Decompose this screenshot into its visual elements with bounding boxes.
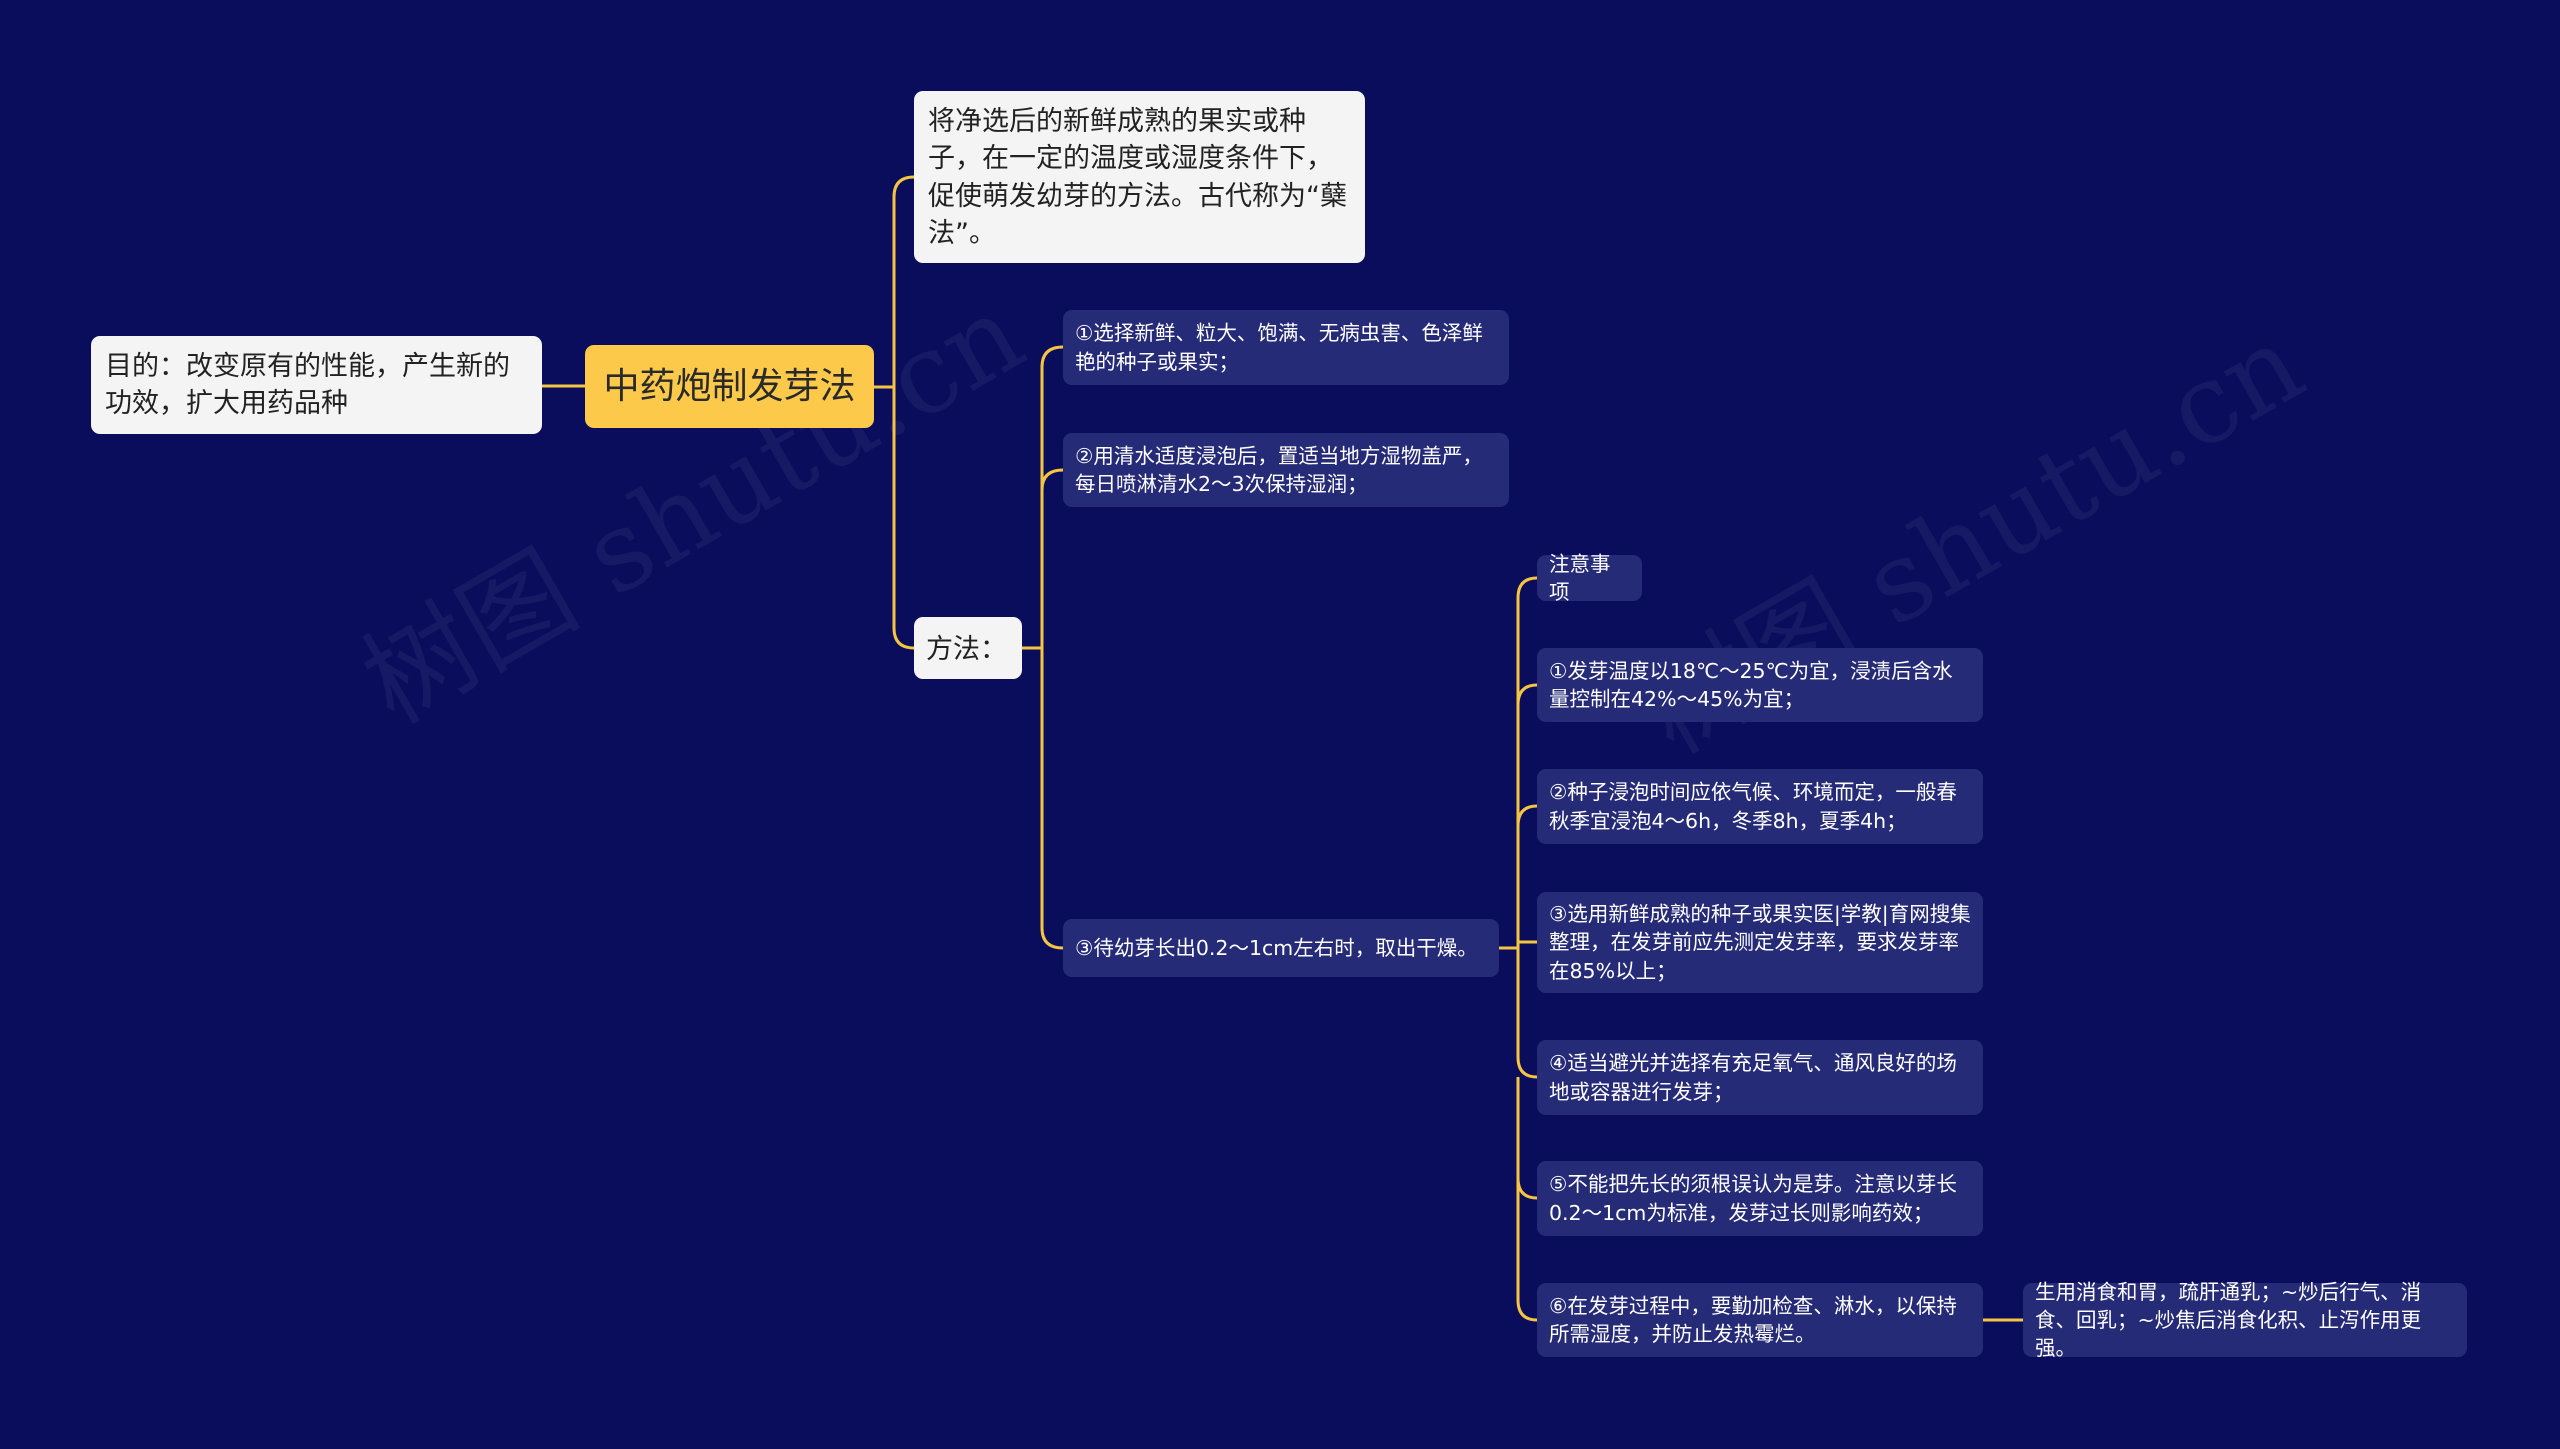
note-text: ③选用新鲜成熟的种子或果实医|学教|育网搜集整理，在发芽前应先测定发芽率，要求发… bbox=[1549, 902, 1971, 983]
purpose-text: 目的：改变原有的性能，产生新的功效，扩大用药品种 bbox=[105, 351, 510, 420]
connector bbox=[874, 175, 915, 389]
note-node[interactable]: ③选用新鲜成熟的种子或果实医|学教|育网搜集整理，在发芽前应先测定发芽率，要求发… bbox=[1537, 892, 1983, 993]
purpose-node[interactable]: 目的：改变原有的性能，产生新的功效，扩大用药品种 bbox=[91, 336, 542, 434]
note-text: ④适当避光并选择有充足氧气、通风良好的场地或容器进行发芽； bbox=[1549, 1051, 1957, 1104]
extra-text: 生用消食和胃，疏肝通乳；~炒后行气、消食、回乳；~炒焦后消食化积、止泻作用更强。 bbox=[2035, 1279, 2422, 1361]
connector bbox=[1499, 576, 1538, 950]
note-node[interactable]: ⑤不能把先长的须根误认为是芽。注意以芽长0.2～1cm为标准，发芽过长则影响药效… bbox=[1537, 1161, 1983, 1236]
note-node[interactable]: ①发芽温度以18℃～25℃为宜，浸渍后含水量控制在42%～45%为宜； bbox=[1537, 648, 1983, 722]
extra-node[interactable]: 生用消食和胃，疏肝通乳；~炒后行气、消食、回乳；~炒焦后消食化积、止泻作用更强。 bbox=[2023, 1280, 2467, 1360]
connector bbox=[1022, 345, 1064, 650]
note-text: ①发芽温度以18℃～25℃为宜，浸渍后含水量控制在42%～45%为宜； bbox=[1549, 658, 1953, 711]
note-node[interactable]: ②种子浸泡时间应依气候、环境而定，一般春秋季宜浸泡4～6h，冬季8h，夏季4h； bbox=[1537, 769, 1983, 844]
note-text: ⑥在发芽过程中，要勤加检查、淋水，以保持所需湿度，并防止发热霉烂。 bbox=[1549, 1293, 1957, 1346]
step-text: ③待幼芽长出0.2～1cm左右时，取出干燥。 bbox=[1075, 935, 1478, 960]
note-node[interactable]: ④适当避光并选择有充足氧气、通风良好的场地或容器进行发芽； bbox=[1537, 1040, 1983, 1115]
step-node[interactable]: ②用清水适度浸泡后，置适当地方湿物盖严，每日喷淋清水2～3次保持湿润； bbox=[1063, 433, 1509, 507]
step-node[interactable]: ①选择新鲜、粒大、饱满、无病虫害、色泽鲜艳的种子或果实； bbox=[1063, 310, 1509, 385]
note-node[interactable]: ⑥在发芽过程中，要勤加检查、淋水，以保持所需湿度，并防止发热霉烂。 bbox=[1537, 1283, 1983, 1357]
connector bbox=[1516, 1077, 1538, 1322]
connector bbox=[1040, 468, 1064, 491]
connector bbox=[1516, 1177, 1538, 1200]
note-text: ②种子浸泡时间应依气候、环境而定，一般春秋季宜浸泡4～6h，冬季8h，夏季4h； bbox=[1549, 780, 1957, 833]
connector bbox=[1516, 948, 1538, 1079]
connector bbox=[1516, 804, 1538, 827]
method-label: 方法： bbox=[926, 634, 1007, 665]
root-node[interactable]: 中药炮制发芽法 bbox=[585, 345, 874, 428]
note-text: ⑤不能把先长的须根误认为是芽。注意以芽长0.2～1cm为标准，发芽过长则影响药效… bbox=[1549, 1172, 1957, 1225]
definition-text: 将净选后的新鲜成熟的果实或种子，在一定的温度或湿度条件下，促使萌发幼芽的方法。古… bbox=[928, 106, 1347, 249]
method-node[interactable]: 方法： bbox=[914, 617, 1022, 679]
root-label: 中药炮制发芽法 bbox=[603, 365, 856, 407]
notes-header-node[interactable]: 注意事项 bbox=[1537, 552, 1642, 604]
step-text: ②用清水适度浸泡后，置适当地方湿物盖严，每日喷淋清水2～3次保持湿润； bbox=[1075, 443, 1483, 496]
connector bbox=[892, 387, 915, 650]
connector bbox=[1040, 648, 1064, 950]
connector bbox=[1516, 683, 1538, 706]
notes-header: 注意事项 bbox=[1549, 551, 1611, 604]
definition-node[interactable]: 将净选后的新鲜成熟的果实或种子，在一定的温度或湿度条件下，促使萌发幼芽的方法。古… bbox=[914, 91, 1365, 263]
step-text: ①选择新鲜、粒大、饱满、无病虫害、色泽鲜艳的种子或果实； bbox=[1075, 321, 1483, 374]
step-node[interactable]: ③待幼芽长出0.2～1cm左右时，取出干燥。 bbox=[1063, 919, 1499, 977]
